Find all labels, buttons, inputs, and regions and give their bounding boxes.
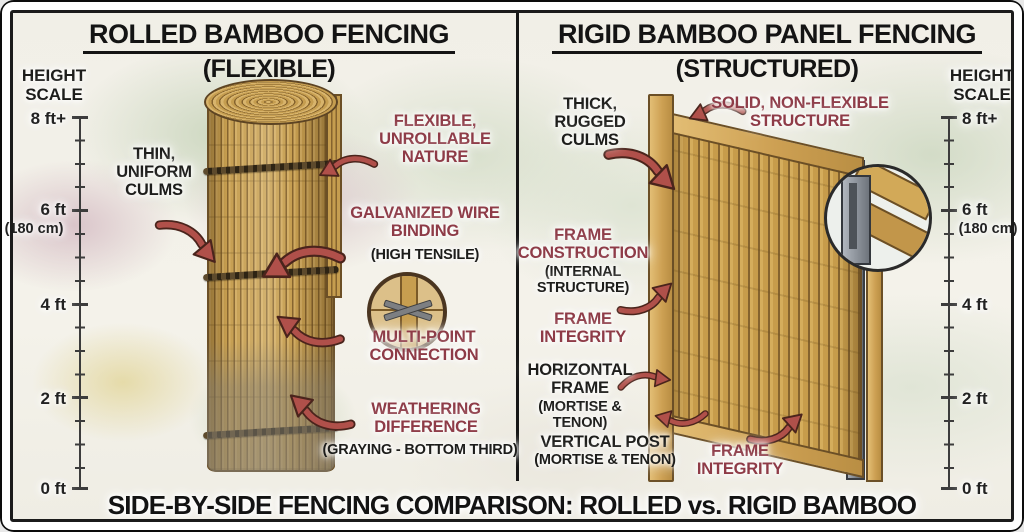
tick-label-2ft: 2 ft [40,389,67,408]
tick-label-6ft: 6 ft [40,200,67,219]
label-vertical-post: VERTICAL POST [540,433,670,451]
arrow-icon [746,413,803,445]
height-scale-right [941,116,957,490]
bottom-caption: SIDE-BY-SIDE FENCING COMPARISON: ROLLED … [107,490,917,520]
left-panel-subtitle: (FLEXIBLE) [202,55,336,83]
label-graying-bottom-third: (GRAYING - BOTTOM THIRD) [322,442,518,458]
major-tick [941,303,957,306]
label-internal-structure: (INTERNAL STRUCTURE) [536,264,630,296]
bamboo-roll-spiral-top-icon [204,79,338,125]
arrow-icon [603,147,676,191]
tick-label-180cm: (180 cm) [958,221,1018,237]
right-panel-title-block: RIGID BAMBOO PANEL FENCING (STRUCTURED) [532,19,1002,84]
wire-binding-detail-icon [367,272,447,352]
major-tick [941,209,957,212]
tick-label-8ft: 8 ft+ [30,109,66,128]
arrow-icon [617,369,672,391]
arrow-icon [654,410,709,428]
arrow-icon [261,245,346,279]
weathered-section [207,341,335,472]
arrow-icon [154,220,216,263]
tick-label-0ft: 0 ft [40,479,67,498]
major-tick [941,487,957,490]
frame-detail-magnifier-icon [824,164,932,272]
label-horizontal-mortise-tenon: (MORTISE & TENON) [538,399,622,431]
label-thick-rugged-culms: THICK, RUGGED CULMS [554,95,626,150]
tick-label-0ft: 0 ft [962,479,988,498]
major-tick [72,209,88,212]
arrow-icon [289,394,356,431]
height-scale-title-right: HEIGHT SCALE [949,66,1015,105]
height-scale-left [72,116,88,490]
height-scale-title-left: HEIGHT SCALE [21,66,87,105]
label-high-tensile: (HIGH TENSILE) [370,247,480,263]
label-solid-nonflexible: SOLID, NON-FLEXIBLE STRUCTURE [711,94,889,131]
label-frame-construction: FRAME CONSTRUCTION [517,226,649,263]
label-galvanized-wire: GALVANIZED WIRE BINDING [350,204,500,241]
major-tick [941,396,957,399]
major-tick [72,303,88,306]
tick-label-180cm: (180 cm) [4,221,64,237]
rolled-bamboo-illustration [202,79,342,472]
tick-label-4ft: 4 ft [962,295,988,314]
arrow-icon [688,101,747,122]
tick-label-8ft: 8 ft+ [962,109,998,128]
left-panel-title: ROLLED BAMBOO FENCING [83,19,455,54]
arrow-icon [319,154,379,177]
label-frame-integrity-upper: FRAME INTEGRITY [539,310,627,347]
left-panel-title-block: ROLLED BAMBOO FENCING (FLEXIBLE) [34,19,504,84]
major-tick [72,396,88,399]
label-horizontal-frame: HORIZONTAL FRAME [527,361,633,398]
label-flexible-unrollable: FLEXIBLE, UNROLLABLE NATURE [379,112,491,167]
major-tick [72,116,88,119]
arrow-icon [616,282,673,316]
label-multipoint-connection: MULTI-POINT CONNECTION [369,328,479,365]
right-panel-subtitle: (STRUCTURED) [675,55,859,83]
panel-divider [516,11,519,481]
tick-label-2ft: 2 ft [962,389,988,408]
tick-label-6ft: 6 ft [962,200,988,219]
major-tick [72,487,88,490]
arrow-icon [276,315,345,348]
label-thin-uniform-culms: THIN, UNIFORM CULMS [116,145,192,200]
label-weathering-difference: WEATHERING DIFFERENCE [371,400,481,437]
major-tick [941,116,957,119]
label-vertical-mortise-tenon: (MORTISE & TENON) [534,452,676,468]
tick-label-4ft: 4 ft [40,295,67,314]
label-frame-integrity-lower: FRAME INTEGRITY [696,442,784,479]
right-panel-title: RIGID BAMBOO PANEL FENCING [551,19,982,54]
